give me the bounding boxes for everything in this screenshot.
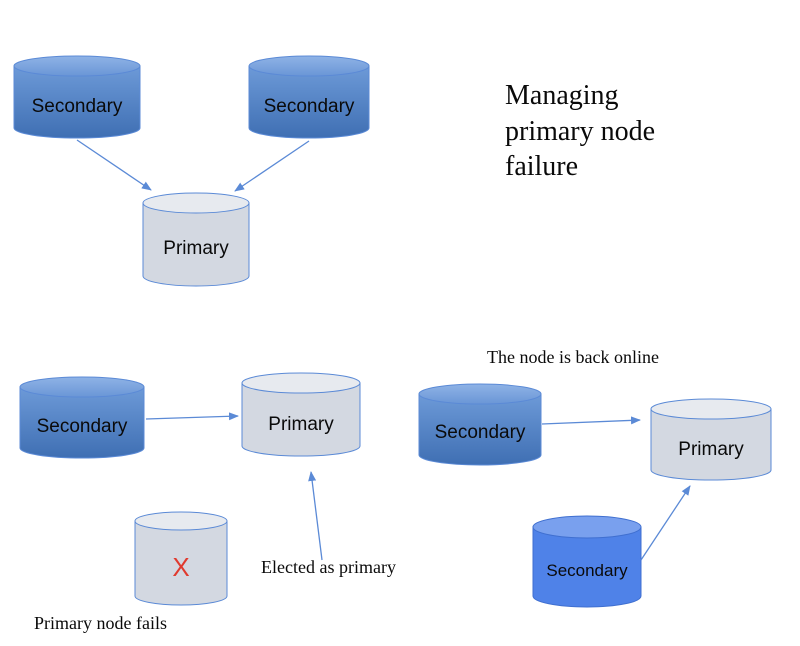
arrow-elected [308,471,323,561]
diagram-title-line-3: failure [505,151,578,182]
failed-primary-node: X [134,511,228,606]
node-label: Primary [678,439,744,460]
right-secondary-top-node: Secondary [418,383,542,466]
node-label: Secondary [435,422,526,443]
top-primary-node: Primary [142,192,250,287]
arrow-secondary-to-primary-mid [145,412,239,421]
node-label: Secondary [546,561,628,580]
caption-back-online: The node is back online [487,347,659,367]
arrow-secondary-left-to-primary [76,139,152,191]
mid-primary-node: Primary [241,372,361,457]
diagram-title-line-2: primary node [505,116,655,147]
node-label: Secondary [264,96,355,117]
node-label: Secondary [32,96,123,117]
node-label: Primary [163,238,229,259]
failed-mark: X [172,552,189,582]
node-label: Secondary [37,416,128,437]
node-label: Primary [268,414,334,435]
arrow-secondary-to-primary-right [541,416,641,425]
mid-secondary-node: Secondary [19,376,145,459]
caption-elected: Elected as primary [261,557,396,577]
right-primary-node: Primary [650,398,772,481]
diagram-title-line-1: Managing [505,80,619,111]
right-secondary-bottom-node: Secondary [532,515,642,608]
arrow-rejoined-secondary-to-primary [640,485,691,561]
caption-primary-fails: Primary node fails [34,613,167,633]
top-secondary-left-node: Secondary [13,55,141,139]
top-secondary-right-node: Secondary [248,55,370,139]
arrow-secondary-right-to-primary [234,140,310,192]
